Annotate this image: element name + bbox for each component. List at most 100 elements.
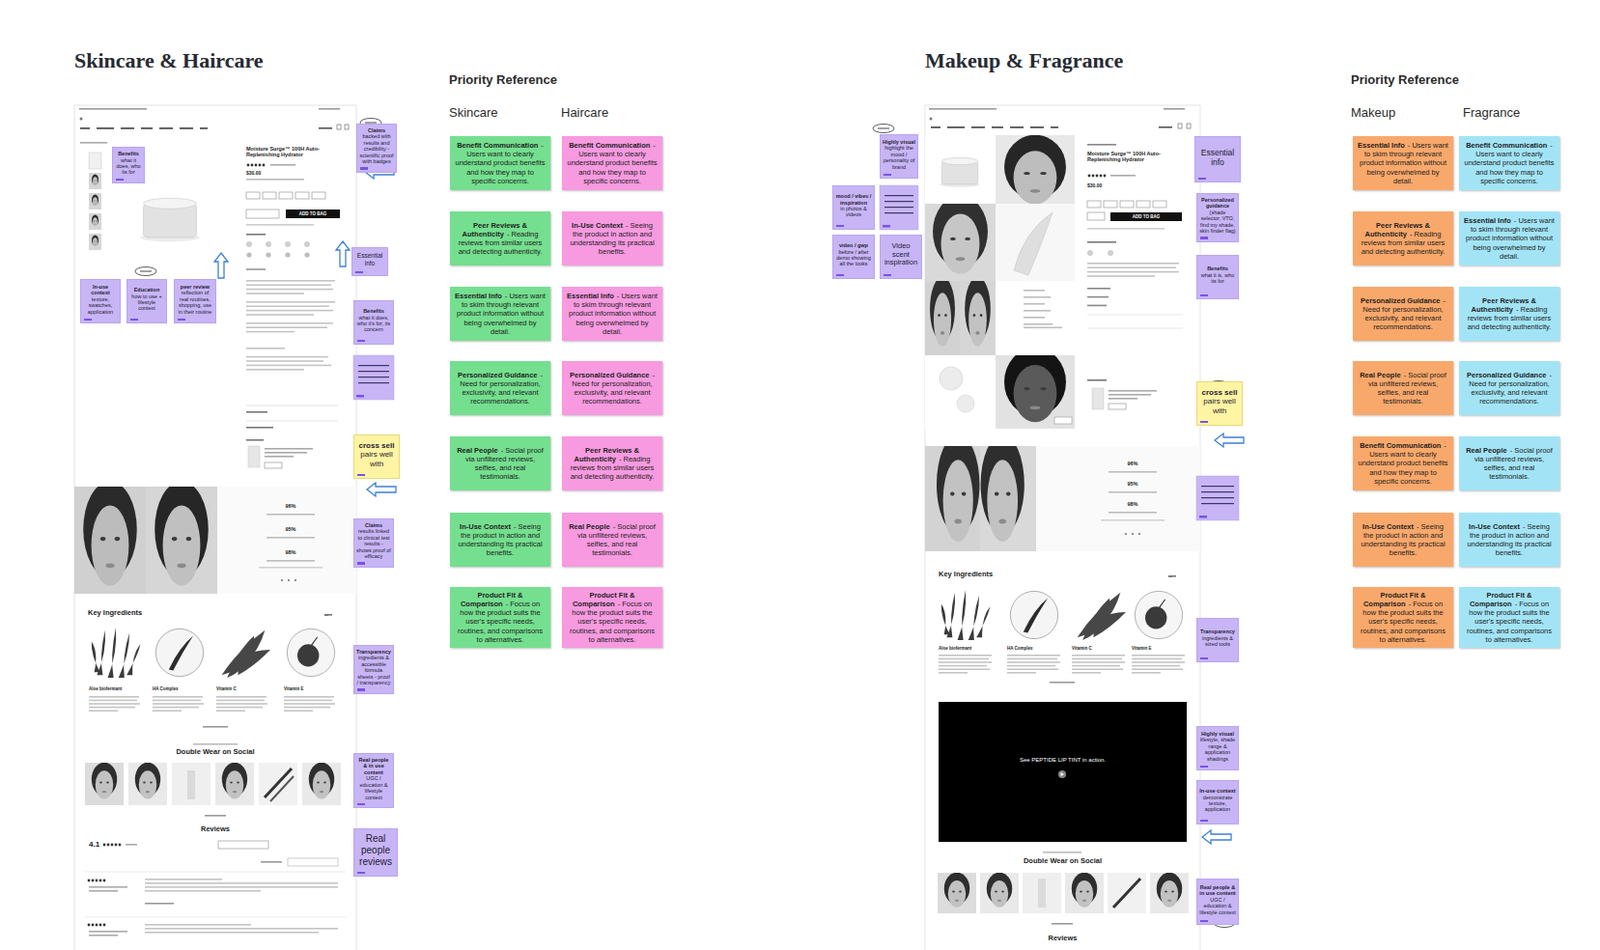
annotation-text: ingredients & sized tools bbox=[1199, 635, 1236, 648]
cross-sell-product bbox=[1092, 388, 1104, 410]
sticky-heading: Real People bbox=[1465, 446, 1508, 455]
photo-eye bbox=[316, 781, 320, 784]
text-placeholder bbox=[1108, 393, 1151, 396]
priority-sticky: Benefit Communication- Users want to cle… bbox=[1459, 136, 1560, 191]
column-label: Fragrance bbox=[1462, 106, 1520, 121]
wireframe-text: Double Wear on Social bbox=[74, 748, 357, 758]
annotation-sticky: Essential info bbox=[1194, 136, 1241, 183]
text-placeholder bbox=[264, 451, 308, 454]
text-placeholder bbox=[1108, 491, 1157, 494]
badge bbox=[1054, 417, 1072, 424]
text-placeholder bbox=[246, 326, 328, 329]
photo-eye bbox=[1171, 891, 1175, 894]
annotation-text: UGC / education & lifestyle context bbox=[1199, 897, 1236, 916]
sticky-text: Personalized Guidance- Need for personal… bbox=[566, 370, 658, 407]
photo bbox=[128, 762, 168, 806]
text-placeholder bbox=[1023, 293, 1025, 296]
ingredient-image bbox=[1010, 590, 1058, 639]
sticky-text: Product Fit & Comparison- Focus on how t… bbox=[454, 590, 546, 645]
photo-face bbox=[139, 770, 157, 799]
texture-swatch bbox=[1013, 212, 1053, 276]
text-placeholder bbox=[1087, 305, 1107, 308]
serum-streak bbox=[1023, 598, 1048, 634]
text-placeholder bbox=[1023, 300, 1025, 303]
texture-cell bbox=[995, 203, 1075, 281]
sticky-tag bbox=[84, 318, 92, 322]
size-option bbox=[311, 192, 326, 199]
sort-dropdown bbox=[287, 858, 338, 867]
text-placeholder bbox=[88, 702, 141, 705]
text-placeholder bbox=[1087, 262, 1179, 265]
wireframe-text: See PEPTIDE LIP TINT in action. bbox=[938, 757, 1187, 764]
text-placeholder bbox=[1163, 108, 1185, 111]
annotation-text: what it does, who its for bbox=[114, 157, 142, 176]
wireframe-text: Vitamin E bbox=[283, 686, 304, 692]
text-placeholder bbox=[216, 702, 268, 705]
annotation-heading: Benefits bbox=[356, 308, 392, 314]
annotation-heading: Real people & in use content bbox=[1199, 884, 1236, 898]
sticky-text: In-Use Context- Seeing the product in ac… bbox=[566, 221, 658, 257]
size-option bbox=[1087, 200, 1101, 208]
photo-ground bbox=[995, 135, 1075, 204]
leaf bbox=[941, 603, 951, 635]
divider bbox=[84, 871, 346, 873]
text-placeholder bbox=[88, 696, 140, 699]
annotation-heading: video / gwp bbox=[835, 242, 872, 249]
text-placeholder bbox=[283, 702, 336, 705]
nav-placeholder bbox=[179, 127, 194, 130]
sticky-heading: Essential Info bbox=[566, 291, 615, 301]
photo-mouth bbox=[998, 518, 1007, 524]
pager-dot bbox=[1124, 533, 1127, 535]
quantity-box bbox=[246, 209, 280, 219]
text-placeholder bbox=[144, 878, 223, 881]
annotation-sticky: Real people reviews bbox=[353, 828, 398, 877]
text-placeholder bbox=[144, 931, 319, 934]
text-placeholder bbox=[1071, 654, 1125, 657]
priority-sticky: Essential Info- Users want to skim throu… bbox=[1352, 136, 1454, 191]
sticky-heading: In-Use Context bbox=[1362, 522, 1414, 532]
lines-sticky bbox=[353, 355, 394, 400]
sticky-tag bbox=[357, 688, 365, 692]
leaf bbox=[237, 649, 271, 675]
star bbox=[103, 843, 107, 847]
star bbox=[1099, 174, 1103, 178]
text-placeholder bbox=[270, 164, 296, 167]
size-option bbox=[262, 192, 277, 199]
sticky-text: Real People- Social proof via unfiltered… bbox=[1357, 370, 1449, 407]
annotation-sticky: video / gwpbefore / after demo showing a… bbox=[832, 234, 875, 280]
thumbnail bbox=[88, 152, 102, 169]
lines-sticky bbox=[879, 185, 919, 230]
text-placeholder bbox=[1087, 275, 1155, 278]
photo bbox=[88, 233, 102, 251]
option-swatch bbox=[284, 252, 290, 257]
annotation-text: what it does, who it's for, its concern bbox=[356, 314, 392, 334]
pointer-arrow bbox=[1202, 830, 1232, 844]
wireframe-text: 98% bbox=[1113, 501, 1152, 507]
nav-placeholder bbox=[159, 127, 173, 130]
sticky-text: Product Fit & Comparison- Focus on how t… bbox=[1463, 590, 1555, 645]
write-review-button bbox=[218, 841, 269, 849]
star bbox=[87, 924, 91, 927]
photo bbox=[959, 280, 996, 356]
sticky-text: Essential Info- Users want to skim throu… bbox=[454, 291, 546, 337]
photo-mouth bbox=[1167, 899, 1172, 902]
annotation-sticky: Transparencyingredients & accessible for… bbox=[353, 645, 394, 695]
nav-placeholder bbox=[991, 126, 1004, 129]
text-placeholder bbox=[928, 108, 997, 111]
photo-ground bbox=[215, 762, 254, 806]
brush-photo bbox=[1107, 872, 1147, 914]
photo-face bbox=[986, 459, 1018, 542]
tag-oval-mark bbox=[140, 270, 152, 272]
sticky-tag bbox=[1200, 294, 1208, 298]
annotation-text: what it is, who its for bbox=[1199, 272, 1236, 285]
grid-cell bbox=[995, 280, 1075, 356]
add-to-bag-button bbox=[285, 209, 340, 219]
text-placeholder bbox=[246, 280, 336, 282]
size-option bbox=[246, 192, 260, 199]
photo-mouth bbox=[1030, 405, 1041, 410]
photo bbox=[88, 213, 102, 230]
annotation-sticky: cross sellpairs well with bbox=[353, 434, 400, 479]
icon bbox=[1178, 123, 1182, 129]
text-placeholder bbox=[246, 331, 295, 334]
text-placeholder bbox=[246, 356, 329, 359]
